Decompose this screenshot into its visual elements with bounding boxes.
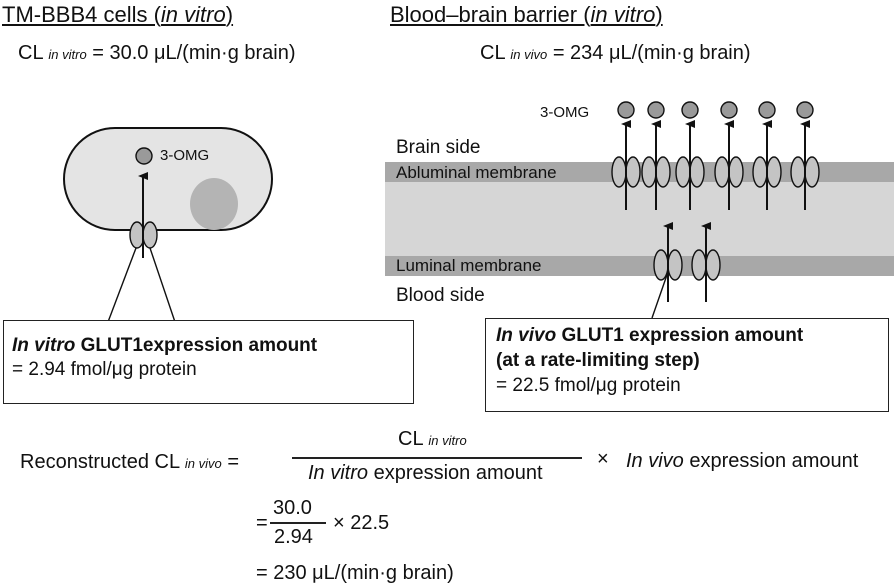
- luminal-transporters: [653, 222, 721, 302]
- left-molecule-label: 3-OMG: [160, 147, 210, 164]
- pointer-lines-left: [107, 247, 176, 323]
- right-title-italic: in vitro: [590, 2, 656, 27]
- brain-side-label: Brain side: [396, 137, 481, 158]
- molecule-3omg-2: [647, 101, 665, 119]
- molecule-3omg-3: [681, 101, 699, 119]
- left-panel-title: TM-BBB4 cells (in vitro): [2, 2, 233, 28]
- cell-nucleus: [190, 178, 238, 230]
- luminal-transporter-1: [653, 249, 683, 281]
- step2-fraction-bar: [270, 522, 326, 524]
- right-box-bold: GLUT1 expression amount: [556, 325, 804, 346]
- right-box-italic: In vivo: [496, 325, 557, 346]
- equation-result: = 230 μL/(min·g brain): [256, 562, 454, 584]
- left-box-italic: In vitro: [12, 335, 76, 356]
- denominator-italic: In vitro: [308, 462, 369, 484]
- equation-numerator: CL in vitro: [398, 428, 467, 451]
- pointer-lines-right: [651, 271, 669, 319]
- numerator-sub: in vitro: [428, 433, 467, 448]
- left-expression-box: In vitro GLUT1expression amount = 2.94 f…: [3, 320, 414, 404]
- left-cl-label: CL: [18, 42, 43, 64]
- blood-side-label: Blood side: [396, 285, 485, 306]
- abluminal-membrane-label: Abluminal membrane: [396, 163, 557, 182]
- step2-equals: =: [256, 512, 268, 534]
- left-cl-value: CL in vitro = 30.0 μL/(min·g brain): [18, 42, 296, 65]
- left-box-bold: GLUT1expression amount: [75, 335, 318, 356]
- right-expression-box: In vivo GLUT1 expression amount (at a ra…: [485, 318, 889, 412]
- step2-denominator: 2.94: [274, 526, 313, 548]
- denominator-rest: expression amount: [368, 462, 543, 484]
- left-box-line1: In vitro GLUT1expression amount: [12, 335, 413, 357]
- numerator-label: CL: [398, 428, 423, 450]
- left-title-main: TM-BBB4 cells (: [2, 2, 161, 27]
- molecule-3omg-left: [135, 147, 153, 165]
- abluminal-transporter-4: [714, 156, 744, 188]
- equation-denominator: In vitro expression amount: [308, 462, 543, 485]
- cell: [63, 127, 273, 231]
- left-cl-number: = 30.0 μL/(min·g brain): [92, 42, 296, 64]
- abluminal-transporter-1: [611, 156, 641, 188]
- step2-rest: × 22.5: [333, 512, 390, 534]
- step2-numerator: 30.0: [273, 497, 312, 519]
- left-box-line2: = 2.94 fmol/μg protein: [12, 359, 197, 380]
- right-cl-sub: in vivo: [510, 47, 548, 62]
- rhs-rest: expression amount: [683, 450, 859, 472]
- abluminal-transporters: [611, 101, 820, 210]
- right-cl-number: = 234 μL/(min·g brain): [552, 42, 751, 64]
- equation-lhs-label: Reconstructed CL: [20, 451, 180, 473]
- right-box-line3: = 22.5 fmol/μg protein: [496, 375, 681, 396]
- abluminal-transporter-5: [752, 156, 782, 188]
- right-box-line1: In vivo GLUT1 expression amount: [496, 325, 888, 347]
- barrier-interior: [385, 182, 894, 256]
- right-title-end: ): [655, 2, 663, 27]
- luminal-membrane-band: [385, 256, 894, 276]
- left-title-end: ): [225, 2, 234, 27]
- right-cl-label: CL: [480, 42, 505, 64]
- right-cl-value: CL in vivo = 234 μL/(min·g brain): [480, 42, 751, 65]
- left-cl-sub: in vitro: [48, 47, 87, 62]
- equation-lhs: Reconstructed CL in vivo =: [20, 451, 239, 474]
- equation-times: ×: [597, 448, 609, 470]
- molecule-3omg-4: [720, 101, 738, 119]
- luminal-membrane-label: Luminal membrane: [396, 256, 542, 275]
- equation-rhs: In vivo expression amount: [626, 450, 858, 473]
- equation-lhs-sub: in vivo: [184, 456, 222, 471]
- left-title-italic: in vitro: [160, 2, 226, 27]
- right-box-line2: (at a rate-limiting step): [496, 350, 700, 371]
- molecule-3omg-1: [617, 101, 635, 119]
- molecule-3omg-5: [758, 101, 776, 119]
- right-panel-title: Blood–brain barrier (in vitro): [390, 2, 663, 28]
- equation-equals: =: [227, 451, 240, 473]
- right-molecule-label: 3-OMG: [540, 104, 590, 121]
- abluminal-transporter-3: [675, 156, 705, 188]
- right-title-main: Blood–brain barrier (: [390, 2, 591, 27]
- rhs-italic: In vivo: [626, 450, 684, 472]
- molecule-3omg-6: [796, 101, 814, 119]
- equation-fraction-bar: [292, 457, 582, 459]
